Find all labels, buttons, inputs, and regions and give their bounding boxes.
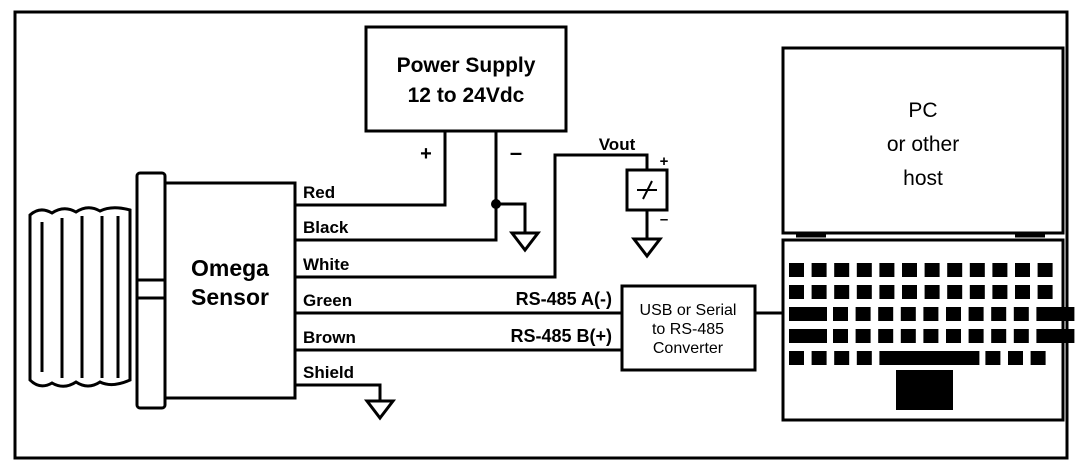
wire-label-white: White xyxy=(303,255,349,274)
ground-icon xyxy=(363,399,397,421)
keyboard-key xyxy=(789,351,804,365)
keyboard-key xyxy=(900,329,916,343)
wire-label-black: Black xyxy=(303,218,349,237)
keyboard-key xyxy=(834,263,850,277)
wire-label-shield: Shield xyxy=(303,363,354,382)
pc-label-1: PC xyxy=(908,99,937,122)
power-supply-label-1: Power Supply xyxy=(397,54,536,77)
keyboard-key xyxy=(900,307,916,321)
keyboard-key xyxy=(946,329,961,343)
keyboard-key xyxy=(946,307,961,321)
keyboard-key xyxy=(1008,351,1023,365)
keyboard-key xyxy=(924,285,940,299)
keyboard-key xyxy=(969,263,985,277)
ground-icon xyxy=(630,237,664,259)
keyboard-key xyxy=(789,307,827,321)
keyboard-key xyxy=(789,329,827,343)
keyboard-key xyxy=(923,329,939,343)
keyboard-key xyxy=(992,285,1008,299)
keyboard-key xyxy=(1037,285,1053,299)
keyboard-key xyxy=(947,285,963,299)
pc-label-3: host xyxy=(903,167,943,190)
vout-minus-sign: – xyxy=(660,211,668,228)
converter-label-3: Converter xyxy=(653,340,724,357)
keyboard-key xyxy=(1013,329,1029,343)
keyboard-key xyxy=(856,351,872,365)
keyboard-key xyxy=(1036,329,1075,343)
converter-label-2: to RS-485 xyxy=(652,321,724,338)
keyboard-key xyxy=(1037,263,1053,277)
sensor-box xyxy=(163,181,297,400)
keyboard-key xyxy=(1015,263,1030,277)
sensor-label-2: Sensor xyxy=(191,284,269,310)
keyboard-key xyxy=(789,285,804,299)
keyboard-key xyxy=(1013,307,1029,321)
keyboard-key xyxy=(991,307,1007,321)
keyboard-key xyxy=(879,285,895,299)
keyboard-key xyxy=(879,263,895,277)
keyboard-key xyxy=(855,307,871,321)
keyboard-key xyxy=(811,285,827,299)
diagram-border xyxy=(13,10,1069,460)
keyboard-key xyxy=(789,263,804,277)
rs485-a-label: RS-485 A(-) xyxy=(516,289,612,309)
laptop-touchpad xyxy=(896,370,953,410)
keyboard-key xyxy=(902,285,917,299)
pc-label-2: or other xyxy=(887,133,959,156)
keyboard-key xyxy=(992,263,1008,277)
keyboard-key xyxy=(1015,285,1030,299)
keyboard-key xyxy=(1030,351,1046,365)
keyboard-key xyxy=(985,351,1001,365)
keyboard-key xyxy=(878,329,894,343)
laptop-screen xyxy=(781,46,1065,235)
keyboard-key xyxy=(856,263,872,277)
keyboard-key xyxy=(833,307,848,321)
keyboard-key xyxy=(811,263,827,277)
keyboard-key xyxy=(924,263,940,277)
keyboard-key xyxy=(856,285,872,299)
keyboard-key xyxy=(991,329,1007,343)
keyboard-key xyxy=(855,329,871,343)
sensor-label-1: Omega xyxy=(191,255,269,281)
power-minus-sign: – xyxy=(510,140,522,165)
keyboard-key xyxy=(834,351,850,365)
keyboard-key xyxy=(879,351,980,365)
vout-label: Vout xyxy=(599,135,636,154)
sensor-thread xyxy=(28,206,132,388)
wire-label-green: Green xyxy=(303,291,352,310)
keyboard-key xyxy=(923,307,939,321)
sensor-flange xyxy=(135,171,167,410)
keyboard-key xyxy=(902,263,917,277)
laptop-keyboard xyxy=(789,263,1075,365)
ground-icon xyxy=(508,231,542,253)
converter-box xyxy=(620,284,757,372)
keyboard-key xyxy=(969,285,985,299)
vout-plus-sign: + xyxy=(660,153,669,170)
wire-label-red: Red xyxy=(303,183,335,202)
power-supply-box xyxy=(364,25,568,133)
converter-label-1: USB or Serial xyxy=(640,302,737,319)
keyboard-key xyxy=(878,307,894,321)
power-supply-label-2: 12 to 24Vdc xyxy=(408,84,525,107)
keyboard-key xyxy=(1036,307,1075,321)
rs485-b-label: RS-485 B(+) xyxy=(510,326,612,346)
junction-dot xyxy=(491,199,501,209)
keyboard-key xyxy=(968,307,984,321)
keyboard-key xyxy=(834,285,850,299)
keyboard-key xyxy=(968,329,984,343)
keyboard-key xyxy=(947,263,963,277)
keyboard-key xyxy=(833,329,848,343)
wires xyxy=(295,131,783,400)
wire-label-brown: Brown xyxy=(303,328,356,347)
power-plus-sign: + xyxy=(420,143,432,165)
keyboard-key xyxy=(811,351,827,365)
